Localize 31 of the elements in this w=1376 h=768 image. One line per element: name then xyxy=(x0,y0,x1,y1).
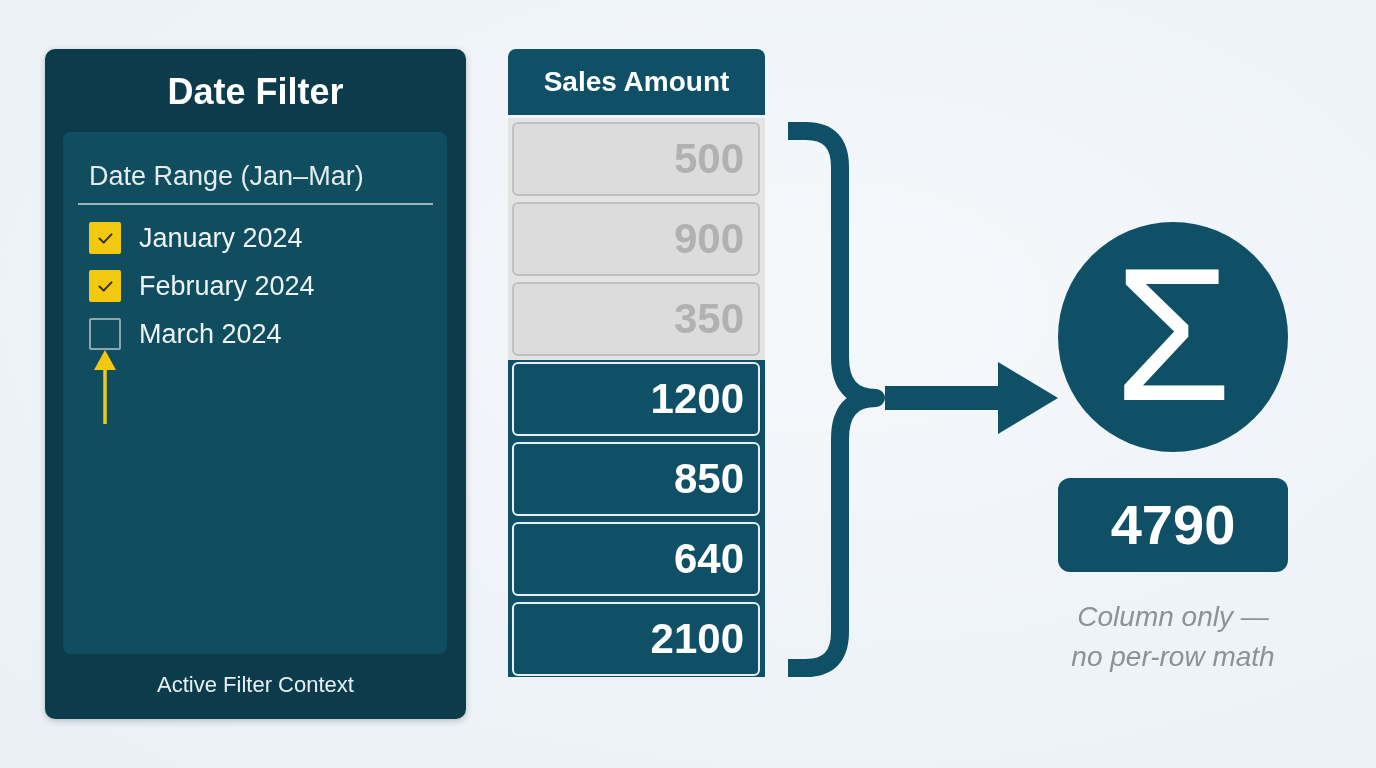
option-label: January 2024 xyxy=(139,222,303,254)
filtered-out-cell xyxy=(512,202,760,276)
arrow xyxy=(94,350,116,424)
column-header: Sales Amount xyxy=(543,65,730,99)
checked-checkbox xyxy=(89,222,121,254)
cell-value: 640 xyxy=(673,535,744,583)
sum-symbol: Σ xyxy=(1114,239,1232,429)
option-label: March 2024 xyxy=(139,318,282,350)
panel-footer: Active Filter Context xyxy=(157,671,354,699)
value-cell xyxy=(512,442,760,516)
cell-value: 2100 xyxy=(650,615,744,663)
arrow xyxy=(885,362,1058,434)
value-cell xyxy=(512,602,760,676)
caption-text: Column only — no per-row math xyxy=(1070,600,1276,674)
cell-value: 850 xyxy=(673,455,744,503)
result-box xyxy=(1058,478,1288,572)
filtered-out-cell xyxy=(512,122,760,196)
filter-list-panel xyxy=(63,132,447,654)
option-label: February 2024 xyxy=(139,270,315,302)
cell-value: 1200 xyxy=(650,375,744,423)
list-heading: Date Range (Jan–Mar) xyxy=(89,160,364,193)
value-cell xyxy=(512,362,760,436)
curly-brace xyxy=(788,122,885,678)
value-cell xyxy=(512,522,760,596)
checkbox xyxy=(89,318,121,350)
filter-panel xyxy=(45,49,466,719)
table-column xyxy=(508,49,765,677)
result-value: 4790 xyxy=(1110,493,1236,557)
panel-title: Date Filter xyxy=(167,70,344,114)
filtered-out-cell xyxy=(512,282,760,356)
checked-checkbox xyxy=(89,270,121,302)
